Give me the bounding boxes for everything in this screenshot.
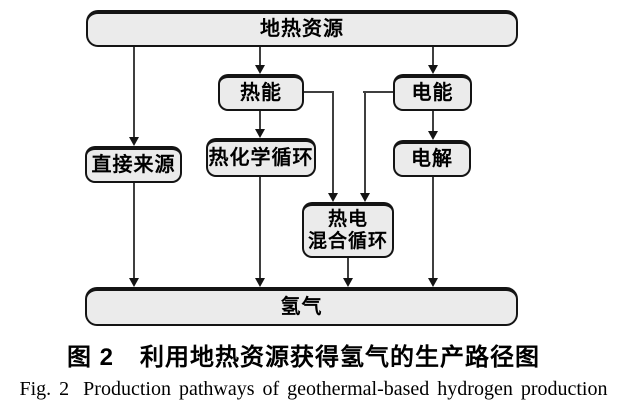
node-electric-energy: 电能 — [393, 74, 472, 111]
caption-english-title: Production pathways of geothermal-based … — [83, 378, 608, 400]
connector-electrolysis-hydrogen — [432, 177, 434, 278]
arrowhead-geothermal-direct — [129, 137, 139, 146]
connector-thermal-hybrid-vertical — [332, 91, 334, 194]
connector-electric-hybrid-horizontal — [363, 91, 393, 93]
arrowhead-direct-hydrogen — [129, 278, 139, 287]
connector-geothermal-electric — [432, 47, 434, 66]
caption-chinese: 图 2 利用地热资源获得氢气的生产路径图 — [0, 337, 607, 372]
node-hydrogen: 氢气 — [85, 287, 518, 326]
node-hybrid-cycle: 热电 混合循环 — [302, 202, 394, 258]
node-direct-source-label: 直接来源 — [91, 154, 176, 176]
caption-chinese-title: 利用地热资源获得氢气的生产路径图 — [140, 344, 540, 371]
arrowhead-thermal-thermochemical — [255, 129, 265, 138]
caption-english: Fig. 2 Production pathways of geothermal-… — [0, 378, 627, 401]
node-thermal-energy: 热能 — [218, 74, 304, 111]
arrowhead-geothermal-electric — [428, 65, 438, 74]
node-electrolysis-label: 电解 — [411, 148, 453, 170]
node-thermochemical-cycle-label: 热化学循环 — [208, 147, 314, 169]
node-hydrogen-label: 氢气 — [280, 296, 323, 318]
arrowhead-hybrid-hydrogen — [343, 278, 353, 287]
arrowhead-thermochemical-hydrogen — [255, 278, 265, 287]
caption-english-fig-number: Fig. 2 — [19, 378, 70, 400]
connector-hybrid-hydrogen — [347, 258, 349, 278]
connector-thermal-hybrid-horizontal — [304, 91, 334, 93]
node-thermal-energy-label: 热能 — [240, 82, 282, 104]
connector-direct-hydrogen — [133, 183, 135, 278]
caption-chinese-fig-number: 图 2 — [66, 344, 114, 371]
node-geothermal-resource-label: 地热资源 — [260, 18, 344, 40]
node-hybrid-cycle-label-line1: 热电 — [327, 209, 368, 231]
arrowhead-thermal-hybrid — [328, 193, 338, 202]
node-electrolysis: 电解 — [393, 140, 471, 177]
node-hybrid-cycle-label-line2: 混合循环 — [307, 231, 388, 252]
node-electric-energy-label: 电能 — [411, 82, 454, 104]
node-direct-source: 直接来源 — [85, 146, 182, 183]
arrowhead-electric-electrolysis — [428, 131, 438, 140]
arrowhead-electrolysis-hydrogen — [428, 278, 438, 287]
arrowhead-geothermal-thermal — [255, 65, 265, 74]
connector-thermal-thermochemical — [259, 111, 261, 130]
connector-thermochemical-hydrogen — [259, 177, 261, 278]
arrowhead-electric-hybrid — [360, 193, 370, 202]
connector-geothermal-thermal — [259, 47, 261, 66]
connector-electric-hybrid-vertical — [364, 91, 366, 194]
connector-electric-electrolysis — [432, 111, 434, 132]
connector-geothermal-direct — [133, 47, 135, 138]
node-thermochemical-cycle: 热化学循环 — [206, 138, 316, 177]
node-geothermal-resource: 地热资源 — [86, 10, 518, 47]
